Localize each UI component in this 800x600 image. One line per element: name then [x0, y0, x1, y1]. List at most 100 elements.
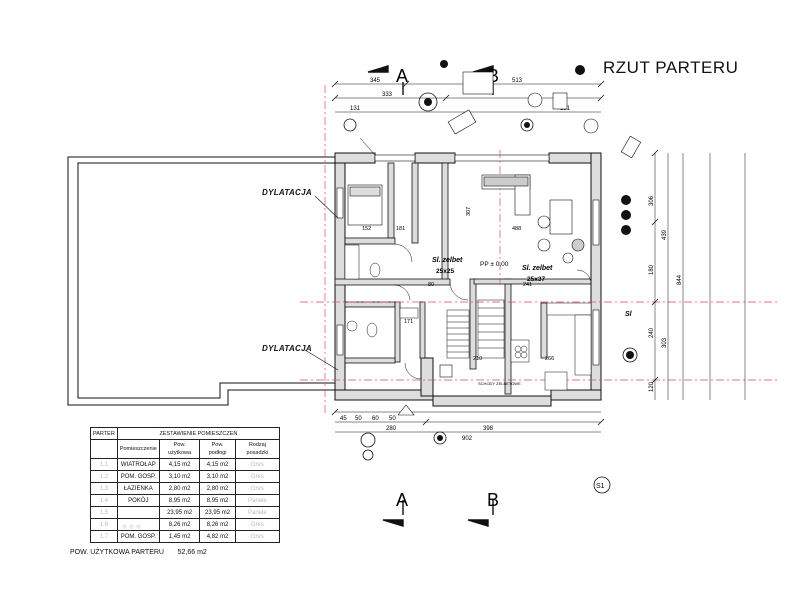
bed: [347, 184, 383, 226]
dim-bottom-1: 45: [340, 416, 347, 422]
cell-mat: Panele: [234, 506, 281, 519]
dim-right-7: 120: [649, 381, 655, 392]
cell-podlogi: 4,15 m2: [199, 458, 236, 471]
col-uzytkowa: Pow. użytkowa: [158, 439, 201, 459]
cell-podlogi: 8,95 m2: [199, 494, 236, 507]
dim-inner-9: 152: [362, 226, 371, 232]
table-header-title: ZESTAWIENIE POMIESZCZEŃ: [116, 427, 281, 440]
sofa: [481, 174, 531, 216]
s1-marker: [593, 476, 611, 494]
dim-inner-5: 241: [523, 282, 532, 288]
level-mark: PP ± 0,00: [480, 261, 509, 268]
dim-top-4: 131: [350, 106, 361, 112]
cell-uzytkowa: 4,15 m2: [158, 458, 201, 471]
cell-uzytkowa: 2,80 m2: [158, 482, 201, 495]
exterior-plants: [343, 60, 638, 461]
cell-mat: Gres: [234, 470, 281, 483]
total-value: 52,66 m2: [177, 549, 207, 556]
dim-top-2: 513: [512, 78, 523, 84]
cell-uzytkowa: 23,95 m2: [158, 506, 201, 519]
s1-label: S1: [596, 483, 605, 490]
windows: [336, 154, 600, 366]
cell-podlogi: 3,10 m2: [199, 470, 236, 483]
structural-axes: [300, 85, 780, 415]
outdoor-furniture: [397, 71, 642, 416]
wieniec-label-1: Sl. zelbet: [432, 257, 463, 264]
table-header-left: PARTER: [90, 427, 118, 440]
dim-inner-7: 266: [545, 356, 554, 362]
cell-podlogi: 2,80 m2: [199, 482, 236, 495]
dim-right-6: 303: [662, 337, 668, 348]
cell-lp: 1.6: [90, 518, 118, 531]
dimension-lines: [335, 83, 746, 433]
dim-inner-3: 488: [512, 226, 521, 232]
cell-uzytkowa: 3,10 m2: [158, 470, 201, 483]
total-label: POW. UŻYTKOWA PARTERU: [70, 549, 164, 556]
wieniec-dim-1: 25x25: [436, 268, 454, 275]
dining-set: [537, 199, 585, 264]
stair-label: SCHODY ŻELBETOWE: [478, 381, 521, 386]
interior-walls: [334, 162, 592, 395]
dim-right-3: 180: [649, 264, 655, 275]
dim-bottom-7: 902: [462, 436, 473, 442]
cell-mat: Gres: [234, 482, 281, 495]
dim-right-1: 306: [649, 195, 655, 206]
room-schedule: PARTER ZESTAWIENIE POMIESZCZEŃ Pomieszcz…: [90, 427, 281, 543]
dylatacja-label-upper: DYLATACJA: [262, 188, 312, 197]
dim-inner-2: 307: [466, 207, 472, 216]
cell-lp: 1.2: [90, 470, 118, 483]
dimension-ticks: [331, 80, 659, 426]
dim-bottom-4: 50: [389, 416, 396, 422]
cell-uzytkowa: 8,95 m2: [158, 494, 201, 507]
dim-bottom-5: 280: [386, 426, 397, 432]
dylatacja-label-lower: DYLATACJA: [262, 344, 312, 353]
dim-right-5: 240: [649, 327, 655, 338]
dylatacja-leaders: [304, 195, 339, 371]
cell-mat: Gres: [234, 518, 281, 531]
cell-lp: 1.7: [90, 530, 118, 543]
section-a-bottom: A: [396, 490, 408, 510]
section-a-top: A: [396, 66, 408, 86]
section-b-bottom: B: [487, 490, 499, 510]
cell-uzytkowa: 1,45 m2: [158, 530, 201, 543]
cell-lp: 1.5: [90, 506, 118, 519]
watermark: ...: [122, 512, 144, 532]
cell-mat: Panele: [234, 494, 281, 507]
cell-mat: Gres: [234, 458, 281, 471]
cell-name: POM. GOSP.: [116, 470, 160, 483]
col-podlogi: Pow. podłogi: [199, 439, 236, 459]
left-extension-outline: [67, 156, 335, 406]
drawing-title: RZUT PARTERU: [603, 58, 739, 77]
staircase: [446, 299, 505, 359]
kitchen-counters: [510, 302, 592, 391]
dim-bottom-6: 398: [483, 426, 494, 432]
dim-right-4: 844: [677, 274, 683, 285]
dim-right-2: 439: [662, 229, 668, 240]
dim-bottom-3: 60: [372, 416, 379, 422]
dim-top-1: 345: [370, 78, 381, 84]
dim-inner-4: 80: [428, 282, 434, 288]
dim-inner-1: 181: [396, 226, 405, 232]
sl-label: Sl: [625, 311, 633, 318]
cell-podlogi: 4,82 m2: [199, 530, 236, 543]
exterior-walls: [334, 152, 602, 407]
cell-podlogi: 23,95 m2: [199, 506, 236, 519]
cell-name: WIATROŁAP: [116, 458, 160, 471]
door-swings: [359, 137, 592, 380]
wieniec-label-2: Sl. zelbet: [522, 265, 553, 272]
col-name: Pomieszczenie: [116, 439, 160, 459]
cell-lp: 1.1: [90, 458, 118, 471]
cell-name: POKÓJ: [116, 494, 160, 507]
cell-lp: 1.4: [90, 494, 118, 507]
col-lp: [90, 439, 118, 459]
cell-name: ŁAZIENKA: [116, 482, 160, 495]
cell-lp: 1.3: [90, 482, 118, 495]
